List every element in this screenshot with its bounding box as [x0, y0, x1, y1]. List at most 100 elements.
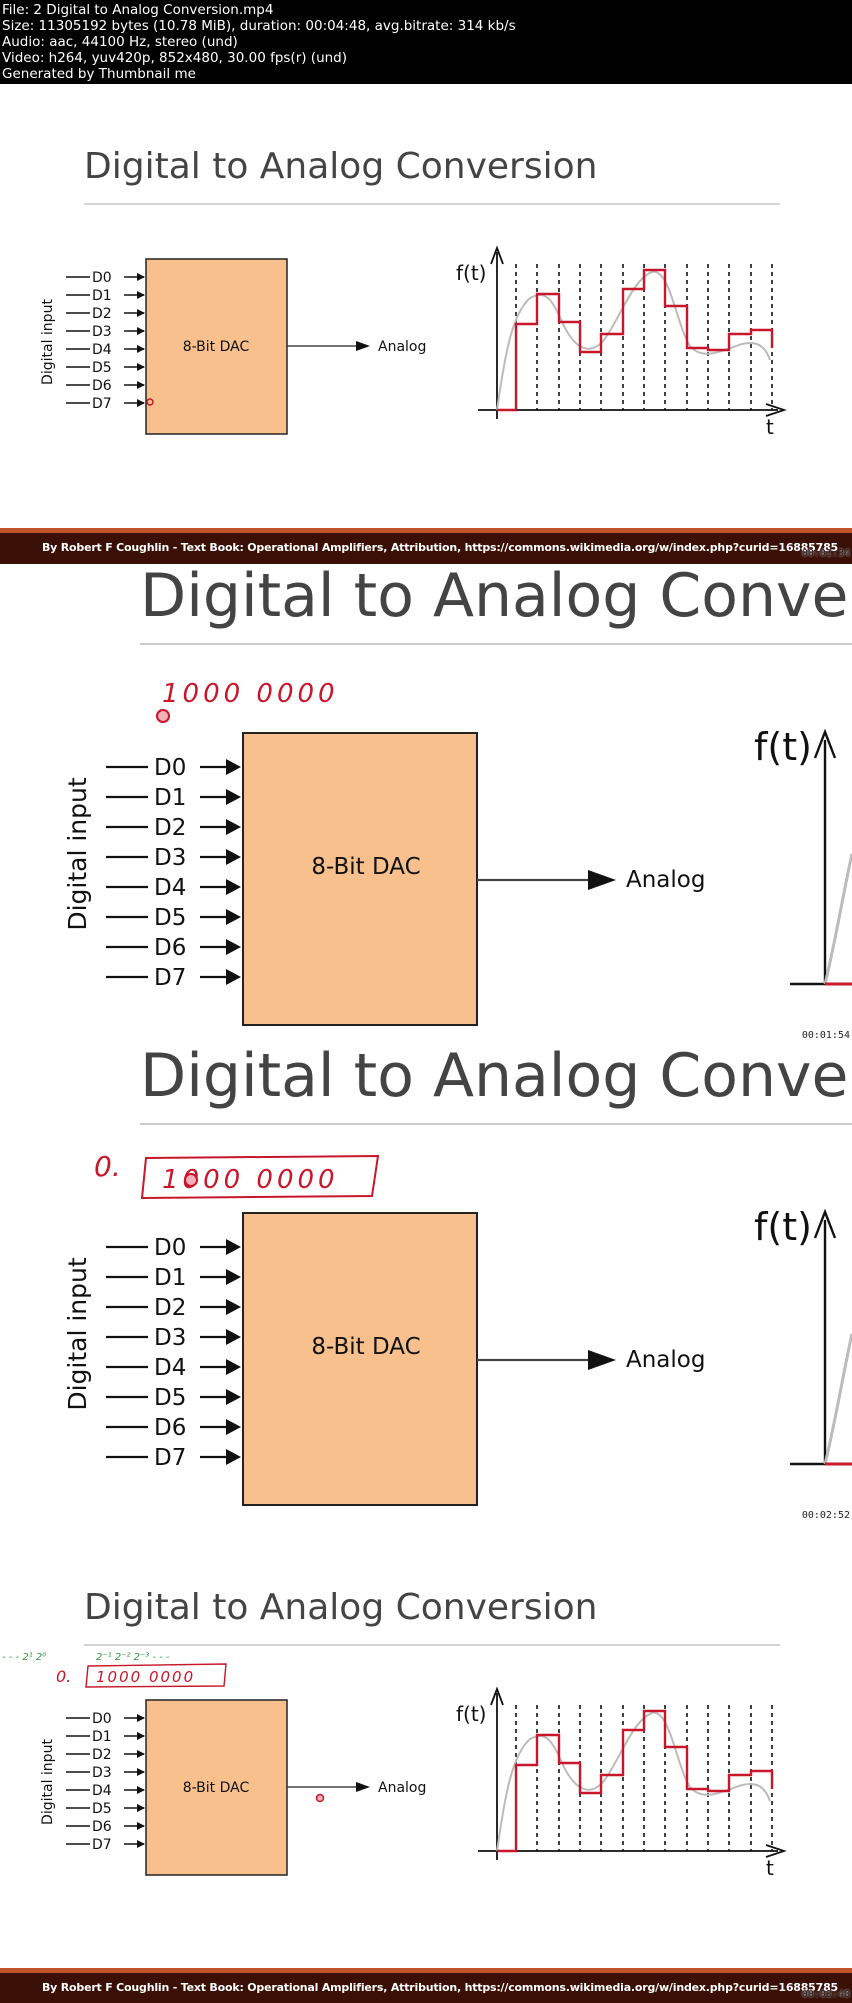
input-lines: D0 D1 D2 D3 D4 D5 D6 D7 — [66, 1711, 145, 1853]
handwritten-powers: - - - 2¹ 2⁰ — [2, 1652, 46, 1663]
signal-graph-partial: f(t) — [754, 725, 852, 986]
video-info-header: File: 2 Digital to Analog Conversion.mp4… — [0, 0, 852, 84]
graph-x-label: t — [766, 415, 774, 439]
handwritten-box — [140, 1154, 380, 1200]
signal-graph: f(t) t — [456, 1686, 787, 1880]
thumbnail-frame-4[interactable]: Digital to Analog Conversion - - - 2¹ 2⁰… — [0, 1524, 852, 2003]
input-d4-label: D4 — [154, 1355, 186, 1381]
file-line: File: 2 Digital to Analog Conversion.mp4 — [2, 2, 274, 18]
dac-label: 8-Bit DAC — [311, 854, 420, 880]
slide-title: Digital to Analog Conversion — [84, 1587, 597, 1628]
attribution-band: By Robert F Coughlin - Text Book: Operat… — [0, 1968, 852, 2003]
input-d3-label: D3 — [92, 1765, 112, 1781]
input-d1-label: D1 — [92, 1729, 112, 1745]
input-d5-label: D5 — [154, 1385, 186, 1411]
timestamp-4: 00:03:48 — [801, 1989, 850, 2000]
input-d3-label: D3 — [154, 1325, 186, 1351]
dac-label: 8-Bit DAC — [183, 1780, 250, 1796]
output-arrow-icon — [588, 1350, 616, 1370]
signal-graph-partial: f(t) — [754, 1205, 852, 1466]
attribution-text: By Robert F Coughlin - Text Book: Operat… — [41, 541, 838, 554]
footer-stripe — [0, 1968, 852, 1973]
graph-y-label: f(t) — [754, 1205, 812, 1249]
input-d6-label: D6 — [92, 1819, 112, 1835]
input-d3-label: D3 — [92, 324, 112, 340]
graph-x-label: t — [766, 1856, 774, 1880]
dac-block — [242, 1212, 478, 1506]
input-d5-label: D5 — [92, 360, 112, 376]
cursor-pointer-icon — [156, 709, 170, 723]
input-d2-label: D2 — [92, 1747, 112, 1763]
input-d5-label: D5 — [154, 905, 186, 931]
input-d4-label: D4 — [92, 1783, 112, 1799]
output-arrow-icon — [356, 341, 370, 351]
input-d7-label: D7 — [92, 396, 112, 412]
digital-input-label: Digital input — [63, 1257, 92, 1411]
input-d0-label: D0 — [154, 1235, 186, 1261]
dac-block — [145, 1699, 288, 1876]
slide-canvas: Digital to Analog Conversion Digital inp… — [40, 146, 787, 439]
input-d5-label: D5 — [92, 1801, 112, 1817]
graph-y-label: f(t) — [754, 725, 812, 769]
handwritten-binary: 1000 0000 — [162, 679, 339, 709]
input-d6-label: D6 — [92, 378, 112, 394]
input-d2-label: D2 — [154, 815, 186, 841]
input-d0-label: D0 — [92, 270, 112, 286]
attribution-band: By Robert F Coughlin - Text Book: Operat… — [0, 528, 852, 564]
input-d7-label: D7 — [154, 965, 186, 991]
slide-title: Digital to Analog Conversion — [84, 146, 597, 187]
input-d1-label: D1 — [154, 785, 186, 811]
timestamp-3: 00:02:52 — [801, 1510, 850, 1521]
zoomed-canvas-1: Digital to Analog Conversion 1000 0000 D… — [63, 564, 852, 1026]
audio-line: Audio: aac, 44100 Hz, stereo (und) — [2, 34, 238, 50]
slide-canvas: Digital to Analog Conversion - - - 2¹ 2⁰… — [2, 1587, 787, 1880]
digital-input-label: Digital input — [40, 1739, 56, 1825]
thumbnail-frame-1[interactable]: Digital to Analog Conversion Digital inp… — [0, 84, 852, 564]
input-lines: D0 D1 D2 D3 D4 D5 D6 D7 — [106, 755, 241, 991]
output-label: Analog — [378, 1780, 426, 1796]
attribution-text: By Robert F Coughlin - Text Book: Operat… — [41, 1981, 838, 1994]
input-d3-label: D3 — [154, 845, 186, 871]
dac-block — [145, 258, 288, 435]
graph-y-label: f(t) — [456, 261, 487, 285]
slide-title: Digital to Analog Conversion — [140, 1044, 852, 1111]
input-d2-label: D2 — [154, 1295, 186, 1321]
cursor-pointer-icon — [146, 398, 154, 406]
digital-input-label: Digital input — [63, 777, 92, 931]
footer-stripe — [0, 528, 852, 533]
input-d6-label: D6 — [154, 935, 186, 961]
cursor-pointer-icon — [315, 1793, 325, 1803]
generator-line: Generated by Thumbnail me — [2, 66, 196, 82]
timestamp-2: 00:01:54 — [801, 1030, 850, 1041]
input-lines: D0 D1 D2 D3 D4 D5 D6 D7 — [106, 1235, 241, 1471]
handwritten-box — [85, 1663, 227, 1688]
handwritten-binary: 1000 0000 — [96, 1668, 195, 1686]
video-line: Video: h264, yuv420p, 852x480, 30.00 fps… — [2, 50, 348, 66]
timestamp-1: 00:01:34 — [801, 548, 850, 559]
dac-block — [242, 732, 478, 1026]
input-d1-label: D1 — [154, 1265, 186, 1291]
output-label: Analog — [378, 339, 426, 355]
dac-label: 8-Bit DAC — [311, 1334, 420, 1360]
input-d2-label: D2 — [92, 306, 112, 322]
input-d4-label: D4 — [92, 342, 112, 358]
graph-y-label: f(t) — [456, 1702, 487, 1726]
handwritten-prefix: 0. — [56, 1667, 71, 1686]
input-d0-label: D0 — [92, 1711, 112, 1727]
output-label: Analog — [626, 1347, 705, 1373]
handwritten-neg-powers: 2⁻¹ 2⁻² 2⁻³ - - - — [96, 1652, 170, 1663]
handwritten-prefix: 0. — [94, 1150, 121, 1183]
thumbnail-frame-3[interactable]: Digital to Analog Conversion 0. 1000 000… — [0, 1044, 852, 1524]
output-label: Analog — [626, 867, 705, 893]
slide-title: Digital to Analog Conversion — [140, 564, 852, 631]
zoomed-canvas-2: Digital to Analog Conversion 0. 1000 000… — [63, 1044, 852, 1506]
input-d1-label: D1 — [92, 288, 112, 304]
input-lines: D0 D1 D2 D3 D4 D5 D6 — [66, 270, 145, 412]
output-arrow-icon — [588, 870, 616, 890]
input-d4-label: D4 — [154, 875, 186, 901]
input-d7-label: D7 — [92, 1837, 112, 1853]
input-d6-label: D6 — [154, 1415, 186, 1441]
thumbnail-frame-2[interactable]: Digital to Analog Conversion 1000 0000 D… — [0, 564, 852, 1044]
output-arrow-icon — [356, 1782, 370, 1792]
signal-graph: f(t) t — [456, 245, 787, 439]
